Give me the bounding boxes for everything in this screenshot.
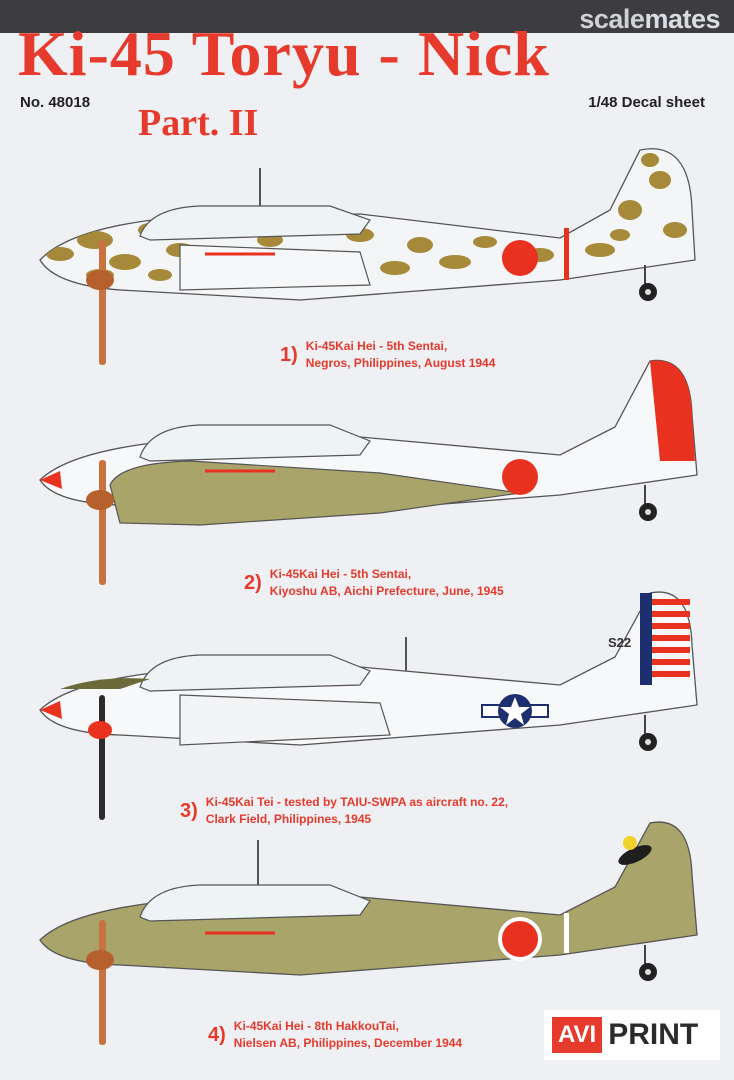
aircraft-1-profile (39, 148, 696, 365)
aircraft-4-caption: 4) Ki-45Kai Hei - 8th HakkouTai, Nielsen … (208, 1018, 462, 1053)
aircraft-3-number: 3) (180, 799, 198, 822)
tail-code: S22 (608, 635, 631, 650)
aircraft-2-caption: 2) Ki-45Kai Hei - 5th Sentai, Kiyoshu AB,… (244, 566, 504, 601)
page-title: Ki-45 Toryu - Nick (18, 18, 550, 89)
page-subtitle: Part. II (138, 102, 259, 144)
watermark-logo: scalemates (579, 4, 720, 35)
aircraft-1-caption: 1) Ki-45Kai Hei - 5th Sentai, Negros, Phi… (280, 338, 495, 373)
aircraft-4-line1: Ki-45Kai Hei - 8th HakkouTai, (233, 1019, 399, 1033)
avi-print-logo: AVI PRINT (544, 1010, 720, 1060)
aircraft-3-line1: Ki-45Kai Tei - tested by TAIU-SWPA as ai… (205, 795, 509, 809)
tail-bomb-emblem (618, 836, 652, 865)
rudder-stripes (640, 593, 690, 685)
logo-print: PRINT (608, 1018, 699, 1051)
aircraft-2-number: 2) (244, 571, 262, 594)
top-bar (0, 0, 734, 33)
scale-label: 1/48 Decal sheet (588, 94, 705, 111)
aircraft-1-number: 1) (280, 343, 298, 366)
aircraft-2-line1: Ki-45Kai Hei - 5th Sentai, (269, 567, 412, 581)
aircraft-4-line2: Nielsen AB, Philippines, December 1944 (233, 1036, 463, 1051)
aircraft-3-caption: 3) Ki-45Kai Tei - tested by TAIU-SWPA as… (180, 794, 508, 829)
aircraft-1-line1: Ki-45Kai Hei - 5th Sentai, (305, 339, 448, 353)
logo-avi: AVI (552, 1017, 603, 1053)
aircraft-3-profile: S22 (39, 591, 698, 820)
aircraft-1-line2: Negros, Philippines, August 1944 (305, 356, 496, 371)
watermark-part1: scale (579, 4, 645, 34)
usaaf-star-insignia (481, 694, 549, 728)
aircraft-3-line2: Clark Field, Philippines, 1945 (205, 812, 372, 827)
aircraft-4-profile (39, 821, 698, 1045)
aircraft-4-number: 4) (208, 1023, 226, 1046)
aircraft-2-profile (39, 359, 698, 585)
catalog-number: No. 48018 (20, 94, 91, 111)
aircraft-2-line2: Kiyoshu AB, Aichi Prefecture, June, 1945 (269, 584, 504, 599)
watermark-part2: mates (644, 4, 720, 34)
